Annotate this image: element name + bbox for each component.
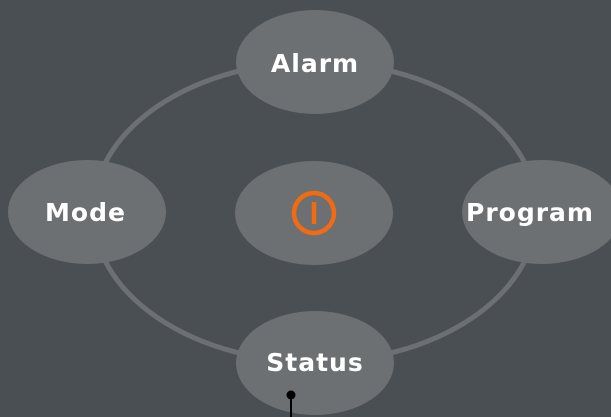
alarm-button[interactable]: Alarm	[236, 10, 394, 114]
status-button[interactable]: Status	[236, 311, 394, 415]
status-label: Status	[266, 347, 364, 377]
mode-label: Mode	[45, 197, 126, 227]
power-button[interactable]	[235, 161, 393, 265]
mode-button[interactable]: Mode	[8, 160, 166, 264]
program-label: Program	[466, 197, 594, 227]
program-button[interactable]: Program	[462, 160, 611, 264]
power-icon	[291, 190, 337, 236]
alarm-label: Alarm	[270, 48, 360, 78]
